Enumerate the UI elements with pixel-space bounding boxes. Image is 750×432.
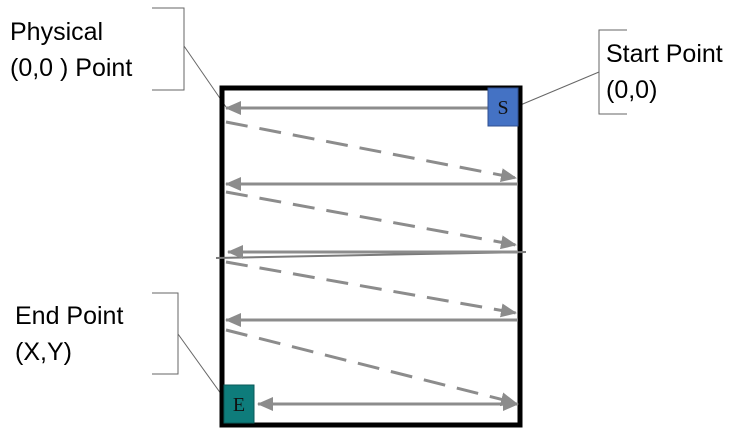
start-point-callout: Start Point (0,0): [517, 29, 723, 115]
physical-origin-leader: [183, 45, 227, 108]
physical-origin-label-line2: (0,0 ) Point: [10, 54, 132, 82]
diagonal-arrow-4: [225, 328, 517, 407]
diagonal-arrow-1: [225, 120, 517, 183]
scan-diagonal-lines: [225, 120, 517, 407]
physical-origin-label-line1: Physical: [10, 18, 103, 46]
diagonal-arrow-3: [225, 260, 517, 318]
physical-origin-callout: Physical (0,0 ) Point: [10, 7, 227, 108]
start-point-label-line1: Start Point: [606, 40, 723, 68]
end-marker-box: [223, 384, 255, 424]
start-point-leader: [517, 71, 600, 107]
start-point-label-line2: (0,0): [606, 76, 657, 104]
end-point-label-line1: End Point: [15, 302, 123, 330]
end-point-leader: [177, 333, 225, 399]
end-point-label-line2: (X,Y): [15, 338, 72, 366]
start-marker: S: [487, 87, 519, 127]
end-point-bracket: [152, 292, 179, 375]
end-marker: E: [223, 384, 255, 424]
start-marker-label: S: [497, 97, 508, 119]
end-marker-label: E: [233, 394, 245, 416]
diagonal-arrow-2: [225, 190, 517, 250]
scan-return-lines: [225, 101, 518, 327]
scan-frame: [219, 85, 523, 428]
start-marker-box: [487, 87, 519, 127]
physical-origin-bracket: [152, 7, 185, 91]
end-point-callout: End Point (X,Y): [15, 292, 225, 399]
